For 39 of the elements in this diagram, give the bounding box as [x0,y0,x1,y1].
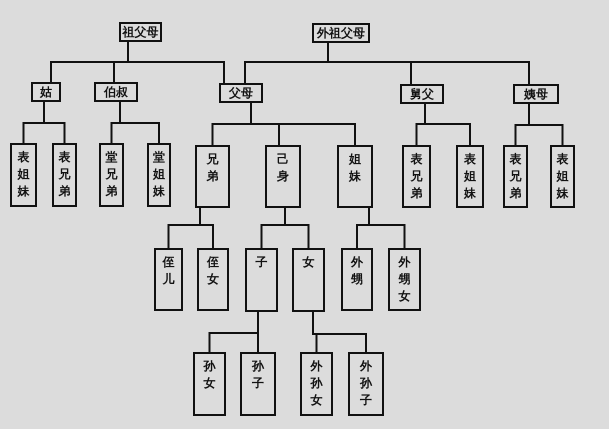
connector-line [127,42,225,83]
connector-line [368,208,406,248]
kinship-box: 外甥 [341,248,373,311]
kinship-box: 姐妹 [337,145,373,208]
kinship-box: 祖父母 [119,22,162,42]
kinship-box: 女 [292,248,325,312]
kinship-box: 父母 [219,83,263,103]
kinship-box: 兄弟 [195,145,230,208]
kinship-box: 外祖父母 [312,23,370,43]
connector-line [43,102,66,143]
kinship-box: 伯叔 [94,82,138,102]
kinship-box: 表兄弟 [52,143,77,207]
kinship-box: 表兄弟 [402,145,431,208]
connector-line [528,104,564,145]
kinship-box: 表姐妹 [10,143,37,207]
connector-line [257,312,259,352]
kinship-box: 舅父 [400,84,444,104]
connector-line [119,102,160,143]
kinship-box: 外孙子 [348,352,384,416]
connector-line [284,208,310,248]
kinship-box: 姨母 [513,84,559,104]
connector-line [199,208,214,248]
kinship-box: 表姐妹 [550,145,575,208]
kinship-box: 孙子 [240,352,276,416]
kinship-box: 姑 [31,82,61,102]
connector-line [327,43,530,84]
kinship-box: 表兄弟 [503,145,528,208]
kinship-box: 堂兄弟 [99,143,124,207]
kinship-box: 外甥女 [388,248,421,311]
kinship-box: 外孙女 [300,352,333,416]
kinship-box: 表姐妹 [456,145,484,208]
connector-line [312,312,367,352]
kinship-box: 己身 [265,145,301,208]
kinship-box: 侄儿 [154,248,183,311]
kinship-box: 子 [245,248,278,312]
connector-line [424,104,471,145]
kinship-box: 孙女 [193,352,226,416]
kinship-box: 堂姐妹 [147,143,171,207]
kinship-box: 侄女 [197,248,229,311]
